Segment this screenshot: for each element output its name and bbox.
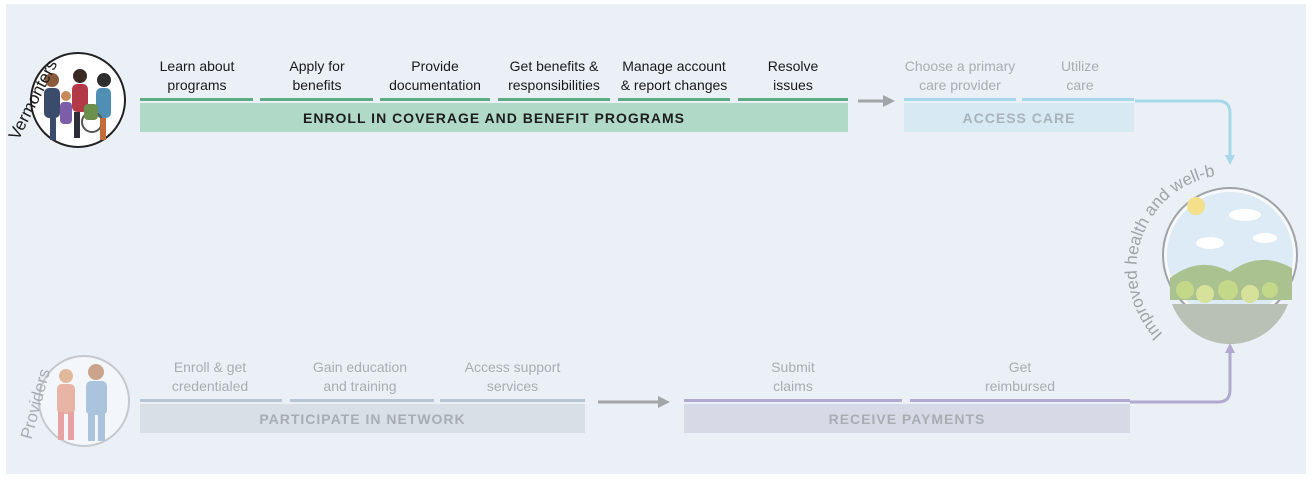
underline-manage <box>618 98 730 101</box>
step-get-benefits: Get benefits & responsibilities <box>508 58 600 93</box>
underline-access-support <box>440 399 585 402</box>
underline-provide <box>380 98 490 101</box>
enroll-band-label: ENROLL IN COVERAGE AND BENEFIT PROGRAMS <box>302 109 686 126</box>
underline-enroll-credentialed <box>140 399 282 402</box>
underline-resolve <box>738 98 848 101</box>
payments-band-label: RECEIVE PAYMENTS <box>828 410 986 427</box>
network-band: PARTICIPATE IN NETWORK <box>140 404 585 433</box>
underline-get-benefits <box>498 98 610 101</box>
underline-gain-education <box>290 399 434 402</box>
vermonters-illustration <box>30 52 126 148</box>
underline-get-reimbursed <box>910 399 1130 402</box>
step-apply-for-benefits: Apply for benefits <box>289 58 345 93</box>
access-care-band: ACCESS CARE <box>904 103 1134 132</box>
step-manage-account: Manage account & report changes <box>620 58 728 93</box>
underline-learn <box>140 98 253 101</box>
arrow-access-to-outcome <box>1135 99 1235 165</box>
step-choose-provider: Choose a primary care provider <box>904 58 1016 93</box>
step-access-support: Access support services <box>464 359 561 394</box>
health-wellbeing-illustration: Improved health and well-being <box>0 0 1298 344</box>
step-get-reimbursed: Get reimbursed <box>984 359 1056 394</box>
underline-choose-provider <box>904 98 1016 101</box>
network-band-label: PARTICIPATE IN NETWORK <box>259 410 466 427</box>
step-learn-about-programs: Learn about programs <box>159 58 235 93</box>
step-resolve-issues: Resolve issues <box>767 58 819 93</box>
journey-map-panel <box>6 4 1306 474</box>
step-gain-education: Gain education and training <box>312 359 408 394</box>
payments-band: RECEIVE PAYMENTS <box>684 404 1130 433</box>
enroll-band: ENROLL IN COVERAGE AND BENEFIT PROGRAMS <box>140 103 848 132</box>
underline-utilize-care <box>1022 98 1134 101</box>
arrow-payments-to-outcome <box>1130 343 1235 404</box>
providers-illustration <box>38 355 130 447</box>
access-care-band-label: ACCESS CARE <box>962 109 1076 126</box>
step-provide-documentation: Provide documentation <box>389 58 481 93</box>
step-utilize-care: Utilize care <box>1060 58 1100 93</box>
step-enroll-credentialed: Enroll & get credentialed <box>171 359 249 394</box>
outcome-label: Improved health and well-being <box>0 0 1216 344</box>
step-submit-claims: Submit claims <box>771 359 815 394</box>
underline-submit-claims <box>684 399 902 402</box>
underline-apply <box>260 98 373 101</box>
